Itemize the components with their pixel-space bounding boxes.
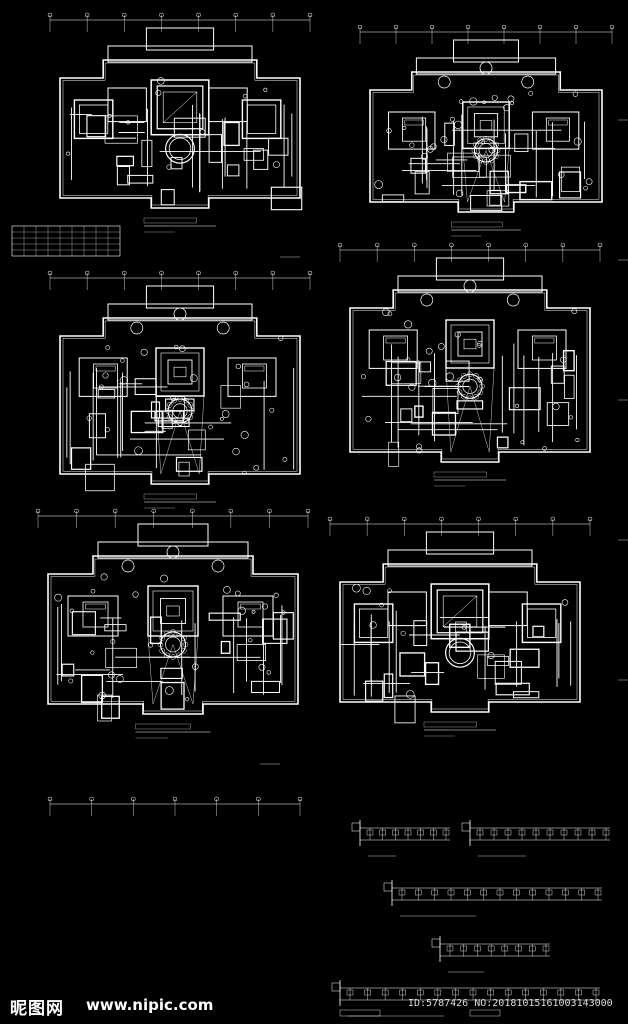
dimension-line [47, 796, 303, 816]
riser-diagrams [331, 820, 610, 1017]
nipic-logo-text: 昵图网 [10, 999, 64, 1019]
legend-table [11, 225, 121, 257]
floor-plan-panel-1 [47, 12, 313, 233]
sheet-border-marks [260, 119, 628, 765]
floor-plan-panel-6 [327, 516, 593, 737]
floor-plan-panel-3 [47, 270, 313, 509]
nipic-site-url[interactable]: www.nipic.com [86, 996, 214, 1014]
image-id-text: ID:5787426 NO:20181015161003143000 [408, 998, 613, 1009]
floor-plan-panel-4 [337, 242, 603, 487]
floor-plan-panel-2 [357, 24, 615, 237]
floor-plan-panel-5 [35, 508, 311, 739]
